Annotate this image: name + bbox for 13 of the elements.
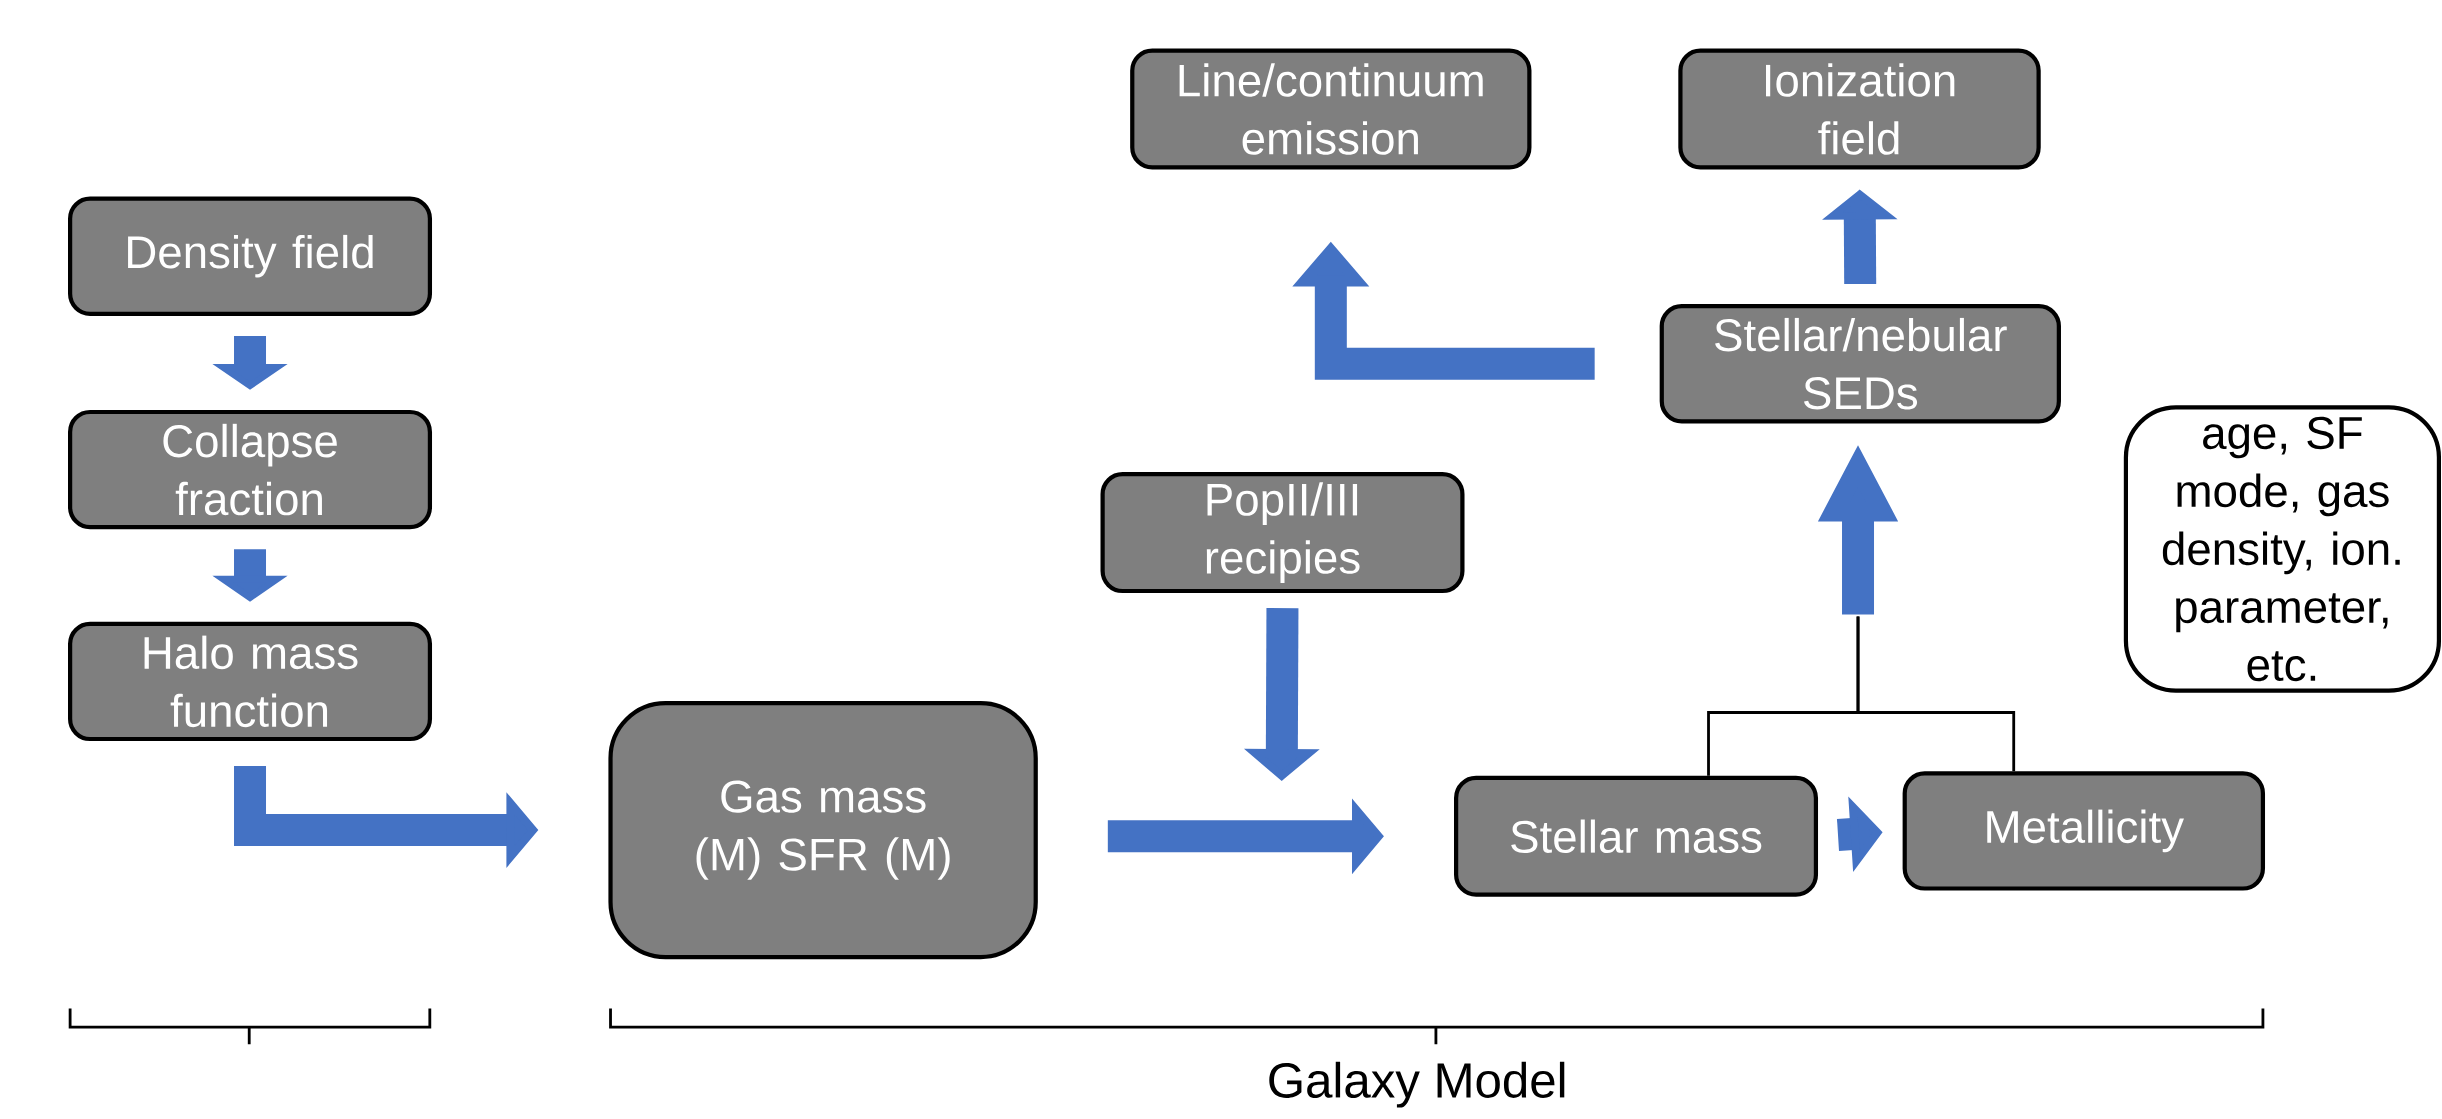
process-box: Line/continuum emission	[1130, 48, 1532, 170]
process-box: Metallicity	[1902, 771, 2266, 891]
process-box: Stellar mass	[1454, 775, 1819, 897]
process-box: Density field	[68, 196, 433, 316]
process-box: Ionization field	[1678, 48, 2041, 170]
bracket-line	[1856, 616, 2016, 772]
note-box: age, SF mode, gas density, ion. parameter, etc.	[2123, 405, 2442, 693]
process-box: Collapse fraction	[68, 409, 433, 530]
process-box: PopII/III recipies	[1100, 472, 1465, 594]
process-box: Gas mass (M) SFR (M)	[608, 701, 1038, 960]
process-box: Stellar/nebular SEDs	[1659, 304, 2061, 424]
bracket-label: Galaxy Model	[1269, 1061, 1565, 1108]
process-box: Halo mass function	[68, 621, 433, 742]
